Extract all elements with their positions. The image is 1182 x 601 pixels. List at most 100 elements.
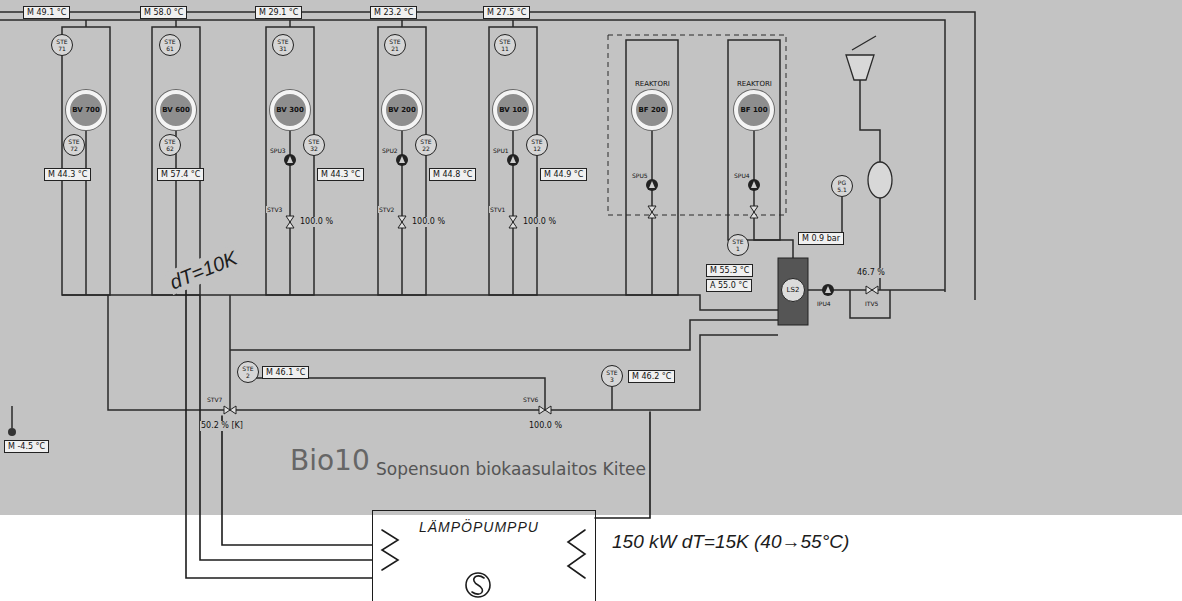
- node-text: STE 32: [307, 138, 321, 152]
- value-box: M 44.9 °C: [540, 168, 587, 181]
- value-box: M 27.5 °C: [483, 6, 530, 19]
- sensor-circle: STE 3: [601, 365, 623, 387]
- tank-tag: BV 200: [382, 90, 422, 130]
- pen-line: [382, 530, 398, 570]
- tag-label: STV3: [266, 206, 283, 213]
- node-text: STE 3: [605, 369, 619, 383]
- node-text: STE 31: [276, 38, 290, 52]
- sensor-circle: STE 11: [494, 34, 516, 56]
- pipe: [841, 197, 843, 232]
- tag-label: 100.0 %: [299, 217, 334, 227]
- pen-line: [186, 290, 372, 578]
- pump-symbol: [748, 179, 760, 191]
- pipe: [230, 320, 778, 350]
- pen-line: [200, 296, 372, 560]
- tag-label: 100.0 %: [411, 217, 446, 227]
- sensor-circle: STE 21: [384, 34, 406, 56]
- value-box: M 49.1 °C: [23, 6, 70, 19]
- valve-symbol: [539, 406, 551, 414]
- heat-pump-box: LÄMPÖPUMPPU: [372, 510, 596, 601]
- node-text: STE 72: [67, 138, 81, 152]
- value-box: M 46.2 °C: [628, 370, 675, 383]
- node-text: STE 12: [530, 138, 544, 152]
- tag-label: SPU4: [733, 172, 751, 179]
- tank-tag: BV 600: [156, 90, 196, 130]
- value-box: M 57.4 °C: [157, 168, 204, 181]
- pipe: [0, 12, 975, 300]
- node-text: STE 62: [163, 138, 177, 152]
- tank-tag: BF 200: [632, 90, 672, 130]
- pump-symbol: [399, 156, 405, 163]
- tag-label: 100.0 %: [522, 217, 557, 227]
- node-text: M 46.2 °C: [632, 371, 671, 382]
- valve-symbol: [866, 286, 878, 294]
- pipe: [108, 295, 778, 410]
- value-box: M 44.3 °C: [44, 168, 91, 181]
- value-box: A 55.0 °C: [706, 279, 752, 292]
- pipe: [11, 406, 13, 428]
- node-text: STE 21: [388, 38, 402, 52]
- pump-symbol: [507, 154, 519, 166]
- valve-symbol: [648, 206, 656, 218]
- tag-label: ITV5: [864, 300, 879, 307]
- node-text: STE 61: [163, 38, 177, 52]
- exchanger-tag: LS2: [781, 278, 805, 302]
- pipe: [229, 295, 231, 410]
- node-text: M 46.1 °C: [266, 367, 305, 378]
- pipe: [86, 20, 513, 27]
- pump-symbol: [649, 181, 655, 188]
- value-box: M 55.3 °C: [706, 264, 753, 277]
- tag-label: SPU2: [381, 147, 399, 154]
- node-text: STE 22: [419, 138, 433, 152]
- pump-symbol: [287, 156, 293, 163]
- reactor-group-outline: [608, 35, 786, 215]
- filling-funnel: [846, 36, 876, 80]
- tag-label: STV6: [522, 396, 539, 403]
- tag-label: SPU3: [269, 147, 287, 154]
- sensor-circle: STE 31: [272, 34, 294, 56]
- pump-symbol: [396, 154, 408, 166]
- node-text: STE 71: [55, 38, 69, 52]
- sensor-circle: STE 72: [63, 134, 85, 156]
- node-text: PG 5.1: [835, 179, 849, 193]
- tag-label: REAKTORI: [634, 80, 671, 88]
- node-text: M 55.3 °C: [710, 265, 749, 276]
- node-text: M 44.9 °C: [544, 169, 583, 180]
- tag-label: STV1: [489, 206, 506, 213]
- value-box: M 44.3 °C: [317, 168, 364, 181]
- pipe: [611, 387, 613, 410]
- node-text: M 27.5 °C: [487, 7, 526, 18]
- pump-symbol: [825, 286, 831, 293]
- sensor-circle: STE 32: [303, 134, 325, 156]
- pump-valve: [224, 154, 878, 414]
- value-box: M 29.1 °C: [255, 6, 302, 19]
- sensor-circle: STE 1: [727, 234, 749, 256]
- pump-symbol: [751, 181, 757, 188]
- node-text: BF 200: [638, 106, 665, 114]
- pen-line: [222, 416, 372, 545]
- node-text: BV 700: [72, 106, 100, 114]
- tag-label: REAKTORI: [736, 80, 773, 88]
- pipe: [86, 130, 513, 295]
- thermometer-icon: [8, 428, 16, 436]
- tank-tag: BF 100: [734, 90, 774, 130]
- value-box: M 46.1 °C: [262, 366, 309, 379]
- node-text: M 44.3 °C: [321, 169, 360, 180]
- pen-line: [186, 290, 650, 597]
- tag-label: 50.2 % [K]: [200, 421, 244, 431]
- screen-ground: [0, 0, 1182, 515]
- tag-label: IPU4: [816, 300, 832, 307]
- expansion-vessel: [868, 162, 892, 198]
- sensor-circle: STE 62: [159, 134, 181, 156]
- valve-symbol: [750, 206, 758, 218]
- pump-symbol: [284, 154, 296, 166]
- handwritten-note: dT=10K: [164, 245, 242, 295]
- pipe: [850, 290, 890, 318]
- tank-tag: BV 300: [270, 90, 310, 130]
- value-box: M 0.9 bar: [798, 232, 844, 245]
- valve-symbol: [224, 406, 236, 414]
- valve-symbol: [286, 216, 294, 228]
- value-box: M 23.2 °C: [370, 6, 417, 19]
- logo-text: Bio10: [290, 444, 370, 478]
- node-text: M 44.8 °C: [433, 169, 472, 180]
